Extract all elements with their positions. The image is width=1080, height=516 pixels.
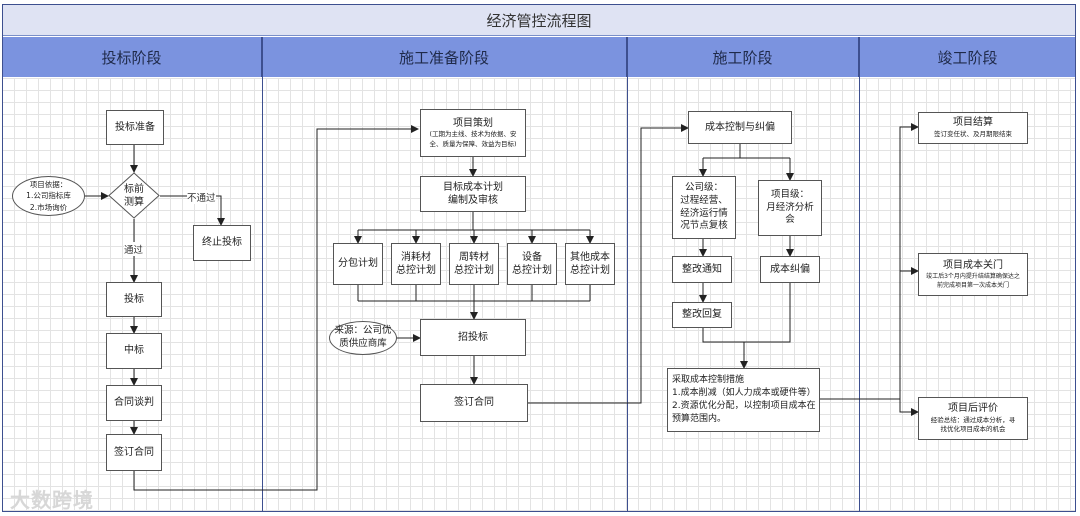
bid-box: 投标: [106, 282, 162, 317]
decision-label: 标前 测算: [124, 183, 144, 208]
lane-header-bid: 投标阶段: [2, 37, 262, 77]
win-bid-box: 中标: [106, 333, 162, 369]
cost-control-measures-box: 采取成本控制措施 1.成本削减（如人力成本或硬件等） 2.资源优化分配，以控制项…: [667, 368, 820, 432]
project-planning-title: 项目策划: [453, 117, 493, 129]
post-project-evaluation-title: 项目后评价: [948, 403, 998, 414]
lane-divider: [627, 37, 628, 512]
turnover-materials-plan-box: 周转材 总控计划: [449, 243, 499, 285]
post-project-evaluation-box: 项目后评价 经验总结：通过成本分析，寻 找优化项目成本的机会: [918, 397, 1028, 440]
company-level-box: 公司级： 过程经营、 经济运行情 况节点复核: [672, 176, 736, 239]
equipment-plan-box: 设备 总控计划: [507, 243, 557, 285]
no-pass-label: 不通过: [187, 190, 216, 204]
project-cost-close-detail: 竣工后3个月内提升结结算确保达之 前完成项目第一次成本关门: [926, 273, 1020, 290]
post-project-evaluation-detail: 经验总结：通过成本分析，寻 找优化项目成本的机会: [930, 415, 1016, 434]
lane-header-build: 施工阶段: [627, 37, 859, 77]
project-planning-detail: (工期为主线、技术为依据、安 全、质量为保障、效益为目标): [429, 130, 517, 148]
stop-bid-box: 终止投标: [193, 225, 251, 261]
lane-divider: [262, 37, 263, 512]
project-settlement-box: 项目结算 签订变任状、及月期限结束: [918, 112, 1028, 144]
lane-divider: [859, 37, 860, 512]
rectification-notice-box: 整改通知: [672, 256, 732, 283]
diagram-title: 经济管控流程图: [2, 4, 1076, 36]
subcontract-plan-box: 分包计划: [333, 243, 383, 285]
supplier-source-ellipse: 来源：公司优 质供应商库: [329, 321, 397, 355]
lane-header-prep: 施工准备阶段: [262, 37, 627, 77]
pre-bid-decision-diamond: 标前 测算: [108, 172, 160, 219]
project-settlement-detail: 签订变任状、及月期限结束: [934, 129, 1012, 138]
sign-contract-box-bid: 签订合同: [106, 434, 162, 471]
grid-background: [2, 78, 1076, 512]
other-cost-plan-box: 其他成本 总控计划: [565, 243, 615, 285]
consumables-plan-box: 消耗材 总控计划: [391, 243, 441, 285]
watermark-text: 大数跨境: [10, 488, 94, 512]
lane-header-finish: 竣工阶段: [859, 37, 1076, 77]
rectification-reply-box: 整改回复: [672, 302, 732, 328]
tendering-box: 招投标: [420, 319, 526, 356]
bid-prep-box: 投标准备: [106, 110, 164, 145]
cost-control-box: 成本控制与纠偏: [688, 111, 792, 144]
sign-contract-box-prep: 签订合同: [420, 384, 528, 422]
project-planning-box: 项目策划 (工期为主线、技术为依据、安 全、质量为保障、效益为目标): [420, 109, 526, 157]
pass-label: 通过: [124, 242, 144, 256]
bid-source-ellipse: 项目依据： 1.公司指标库 2.市场询价: [12, 176, 85, 216]
target-cost-plan-box: 目标成本计划 编制及审核: [420, 176, 526, 212]
project-settlement-title: 项目结算: [953, 117, 993, 129]
project-cost-close-box: 项目成本关门 竣工后3个月内提升结结算确保达之 前完成项目第一次成本关门: [918, 253, 1028, 296]
project-level-box: 项目级： 月经济分析 会: [758, 180, 822, 236]
contract-negotiation-box: 合同谈判: [106, 385, 162, 421]
cost-correction-box: 成本纠偏: [760, 256, 820, 283]
project-cost-close-title: 项目成本关门: [943, 259, 1003, 271]
